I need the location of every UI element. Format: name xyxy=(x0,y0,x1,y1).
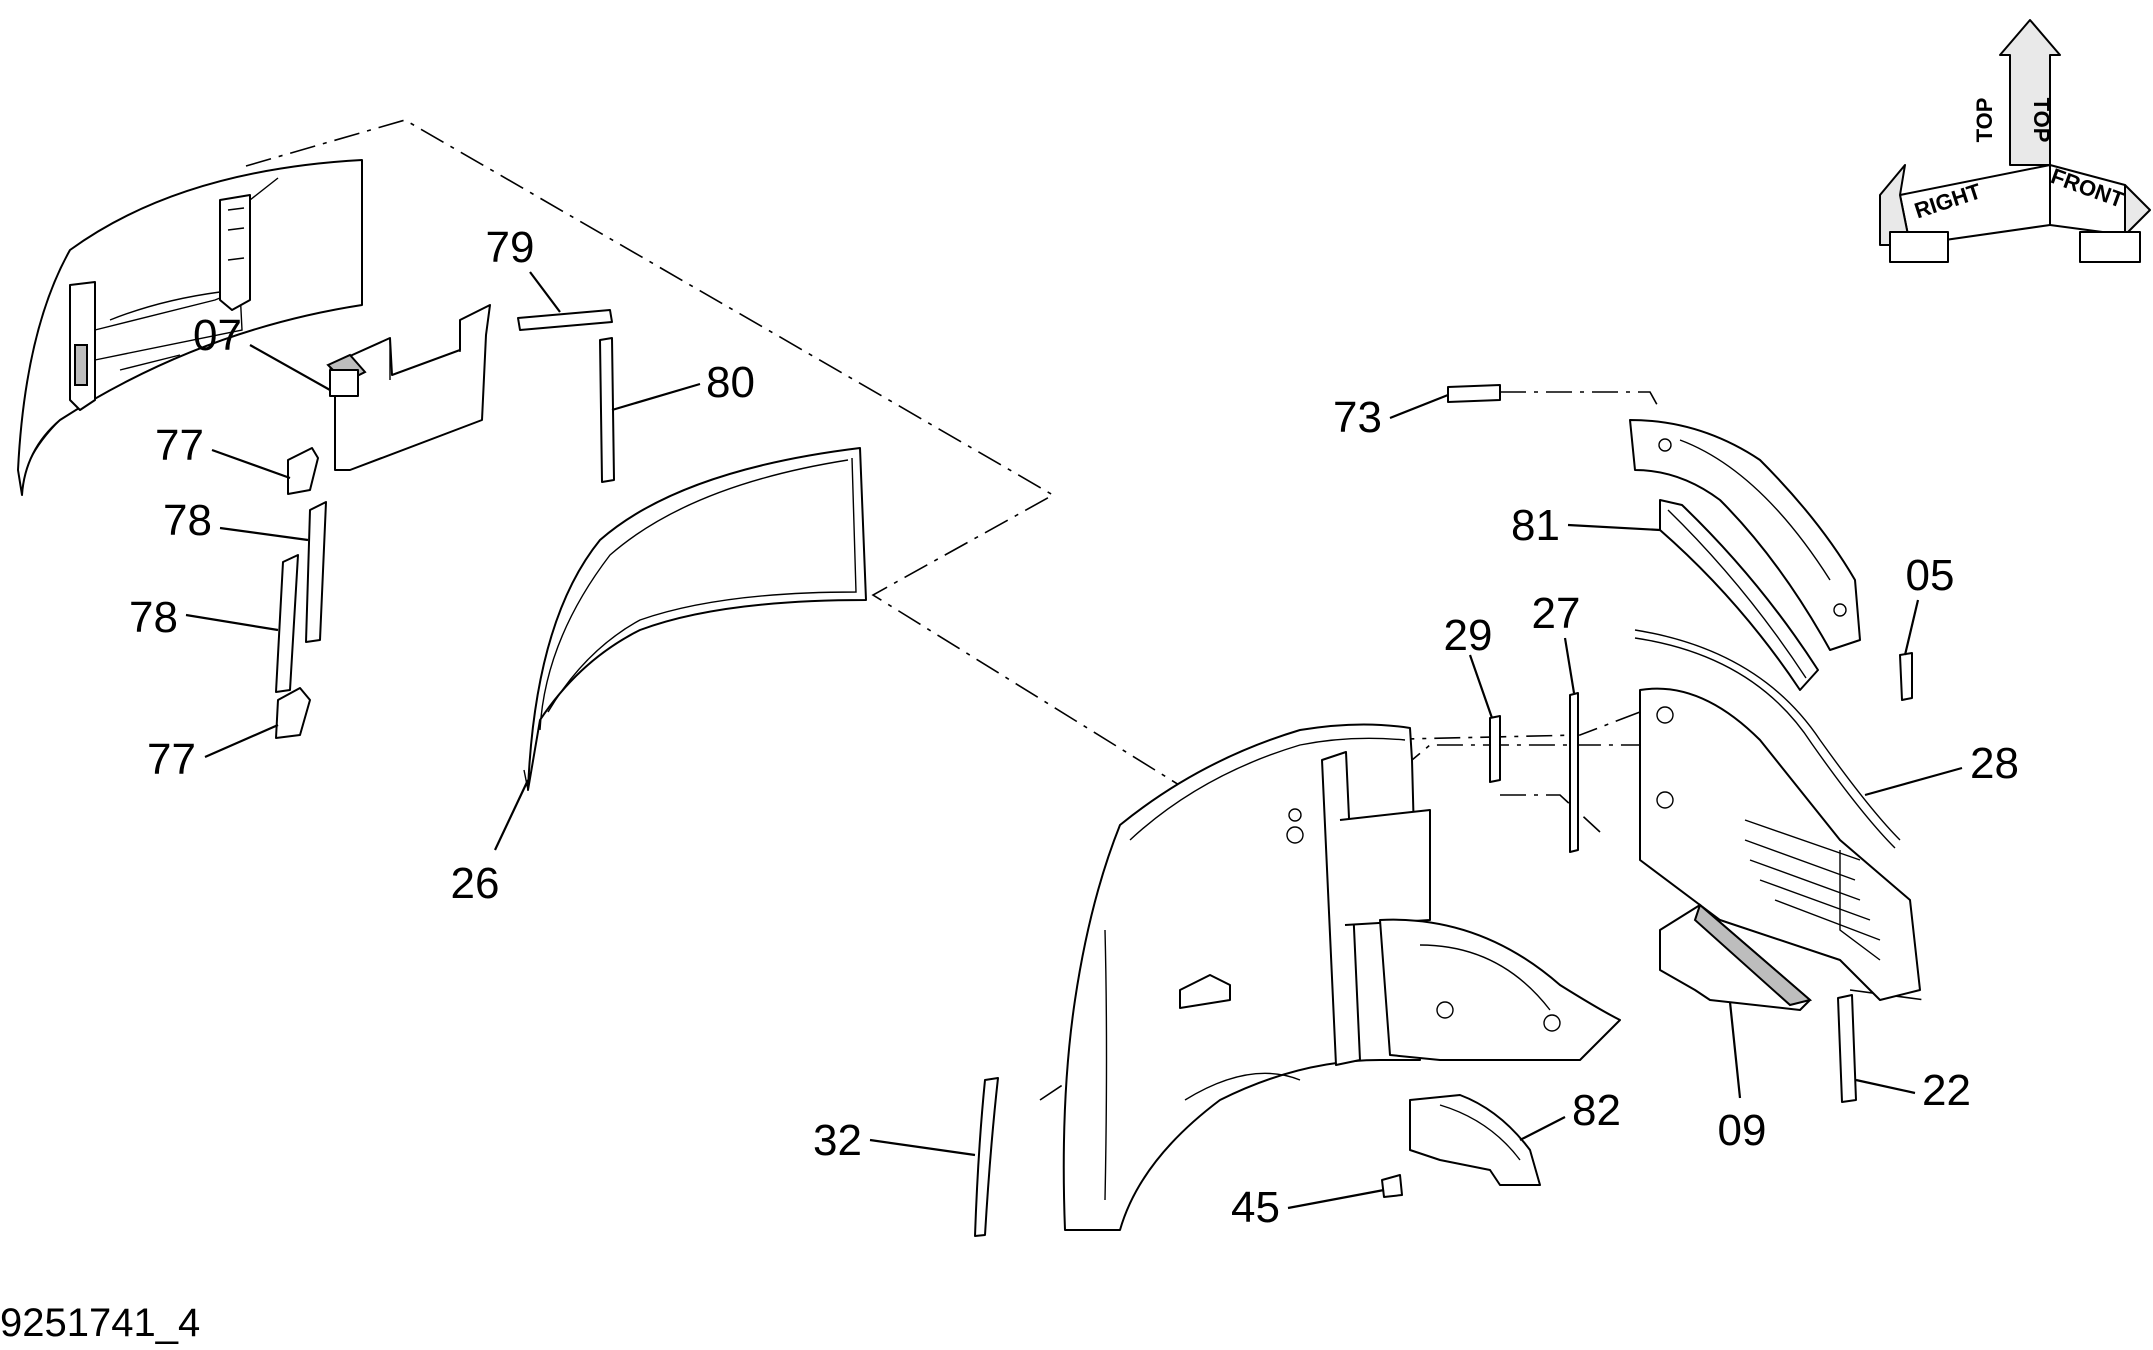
callout-77-upper: 77 xyxy=(155,421,204,470)
callout-05: 05 xyxy=(1906,551,1955,600)
callout-28: 28 xyxy=(1970,739,2019,788)
callout-82: 82 xyxy=(1572,1086,1621,1135)
callout-27: 27 xyxy=(1532,589,1581,638)
part-78-lower-strip xyxy=(275,554,299,693)
upper-trim-panel xyxy=(1629,419,1861,651)
callout-81: 81 xyxy=(1511,501,1560,550)
callout-45: 45 xyxy=(1231,1183,1280,1232)
part-07-seal-block xyxy=(326,304,491,471)
part-79-top-strip xyxy=(517,309,613,331)
part-22-vertical-strip xyxy=(1837,994,1857,1103)
part-77-upper-block xyxy=(287,447,319,495)
callout-26: 26 xyxy=(451,859,500,908)
part-28-seal-cable xyxy=(1634,629,1901,849)
main-cab-corner-panel xyxy=(1062,723,1431,1231)
part-77-lower-block xyxy=(275,687,311,739)
callout-07: 07 xyxy=(193,311,242,360)
leader-lines xyxy=(185,271,1963,1210)
callout-labels: 79 07 80 77 78 78 77 26 73 81 05 29 27 2… xyxy=(129,223,2019,1232)
document-number: 9251741_4 xyxy=(0,1301,200,1345)
part-81-foam-strip xyxy=(1659,499,1819,691)
part-82-bracket xyxy=(1409,1094,1541,1186)
part-29-small-strip xyxy=(1489,715,1501,783)
part-73-clip xyxy=(1447,384,1501,403)
callout-73: 73 xyxy=(1333,393,1382,442)
arrow-top-label: TOP xyxy=(2029,98,2054,143)
part-80-vertical-strip xyxy=(599,337,615,483)
part-27-long-strip xyxy=(1569,692,1579,853)
callout-79: 79 xyxy=(486,223,535,272)
callout-78-upper: 78 xyxy=(163,496,212,545)
part-45-clip xyxy=(1381,1174,1403,1198)
part-32-curved-strip xyxy=(974,1077,999,1237)
assembly-dash-lines xyxy=(245,119,1926,1101)
part-09-wedge-block xyxy=(1659,903,1813,1011)
part-26-window-glass xyxy=(523,447,867,791)
callout-77-lower: 77 xyxy=(147,735,196,784)
right-cowl-panel xyxy=(1639,687,1921,1001)
arrow-top-label-mirror: TOP xyxy=(1972,98,1997,143)
callout-09: 09 xyxy=(1718,1106,1767,1155)
callout-80: 80 xyxy=(706,358,755,407)
part-78-upper-strip xyxy=(305,501,327,643)
upper-left-door-assembly xyxy=(17,159,363,496)
lower-trim-panel xyxy=(1379,918,1621,1061)
callout-32: 32 xyxy=(813,1116,862,1165)
orientation-indicator: TOP TOP FRONT RIGHT xyxy=(1879,19,2151,263)
callout-22: 22 xyxy=(1922,1066,1971,1115)
callout-78-lower: 78 xyxy=(129,593,178,642)
callout-29: 29 xyxy=(1444,611,1493,660)
part-05-small-strip xyxy=(1899,652,1913,701)
